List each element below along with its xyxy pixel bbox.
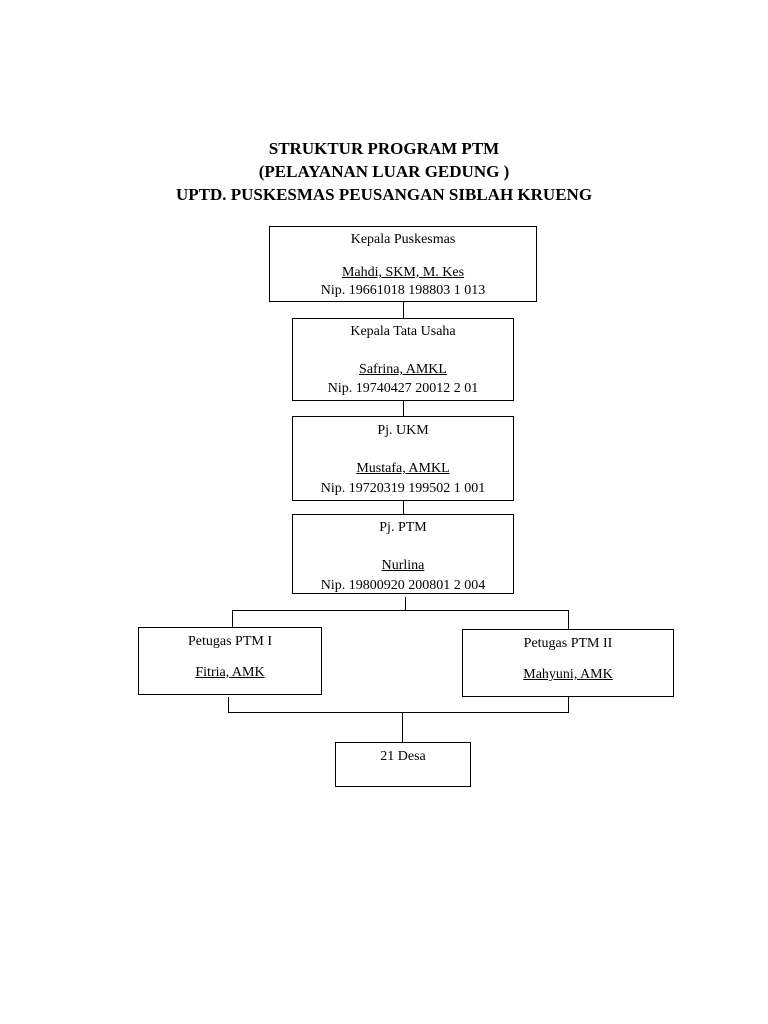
chart-title-line-2: (PELAYANAN LUAR GEDUNG ) — [258, 162, 510, 181]
connector-merge-horizontal — [228, 712, 569, 713]
connector-merge-desa — [402, 712, 403, 742]
node-nip: Nip. 19800920 200801 2 004 — [320, 578, 486, 593]
connector-kp-ktu — [403, 302, 404, 318]
node-kepala-puskesmas: Kepala Puskesmas Mahdi, SKM, M. Kes Nip.… — [269, 226, 537, 302]
node-name: Mahyuni, AMK — [523, 667, 613, 682]
node-kepala-tata-usaha: Kepala Tata Usaha Safrina, AMKL Nip. 197… — [292, 318, 514, 401]
node-name: Fitria, AMK — [195, 665, 265, 680]
node-role: Kepala Puskesmas — [350, 232, 456, 247]
node-role: Petugas PTM II — [523, 636, 613, 651]
node-pj-ptm: Pj. PTM Nurlina Nip. 19800920 200801 2 0… — [292, 514, 514, 594]
connector-merge-right — [568, 697, 569, 712]
node-petugas-ptm-2: Petugas PTM II Mahyuni, AMK — [462, 629, 674, 697]
connector-branch-horizontal — [232, 610, 569, 611]
node-name: Mustafa, AMKL — [356, 461, 450, 476]
connector-branch-right — [568, 610, 569, 629]
node-nip: Nip. 19661018 198803 1 013 — [320, 283, 486, 298]
node-21-desa: 21 Desa — [335, 742, 471, 787]
node-name: Safrina, AMKL — [359, 362, 447, 377]
chart-title-line-1: STRUKTUR PROGRAM PTM — [268, 139, 500, 158]
node-name: Nurlina — [381, 558, 425, 573]
connector-ptm-branch — [405, 597, 406, 610]
node-pj-ukm: Pj. UKM Mustafa, AMKL Nip. 19720319 1995… — [292, 416, 514, 501]
connector-merge-left — [228, 697, 229, 712]
node-label: 21 Desa — [380, 749, 426, 764]
connector-ktu-ukm — [403, 401, 404, 416]
node-petugas-ptm-1: Petugas PTM I Fitria, AMK — [138, 627, 322, 695]
node-role: Petugas PTM I — [188, 634, 272, 649]
node-role: Kepala Tata Usaha — [350, 324, 456, 339]
node-nip: Nip. 19740427 20012 2 01 — [327, 381, 479, 396]
node-role: Pj. UKM — [377, 423, 429, 438]
connector-ukm-ptm — [403, 501, 404, 514]
node-role: Pj. PTM — [379, 520, 427, 535]
chart-title-line-3: UPTD. PUSKESMAS PEUSANGAN SIBLAH KRUENG — [175, 185, 593, 204]
node-nip: Nip. 19720319 199502 1 001 — [320, 481, 486, 496]
node-name: Mahdi, SKM, M. Kes — [341, 265, 465, 280]
connector-branch-left — [232, 610, 233, 627]
